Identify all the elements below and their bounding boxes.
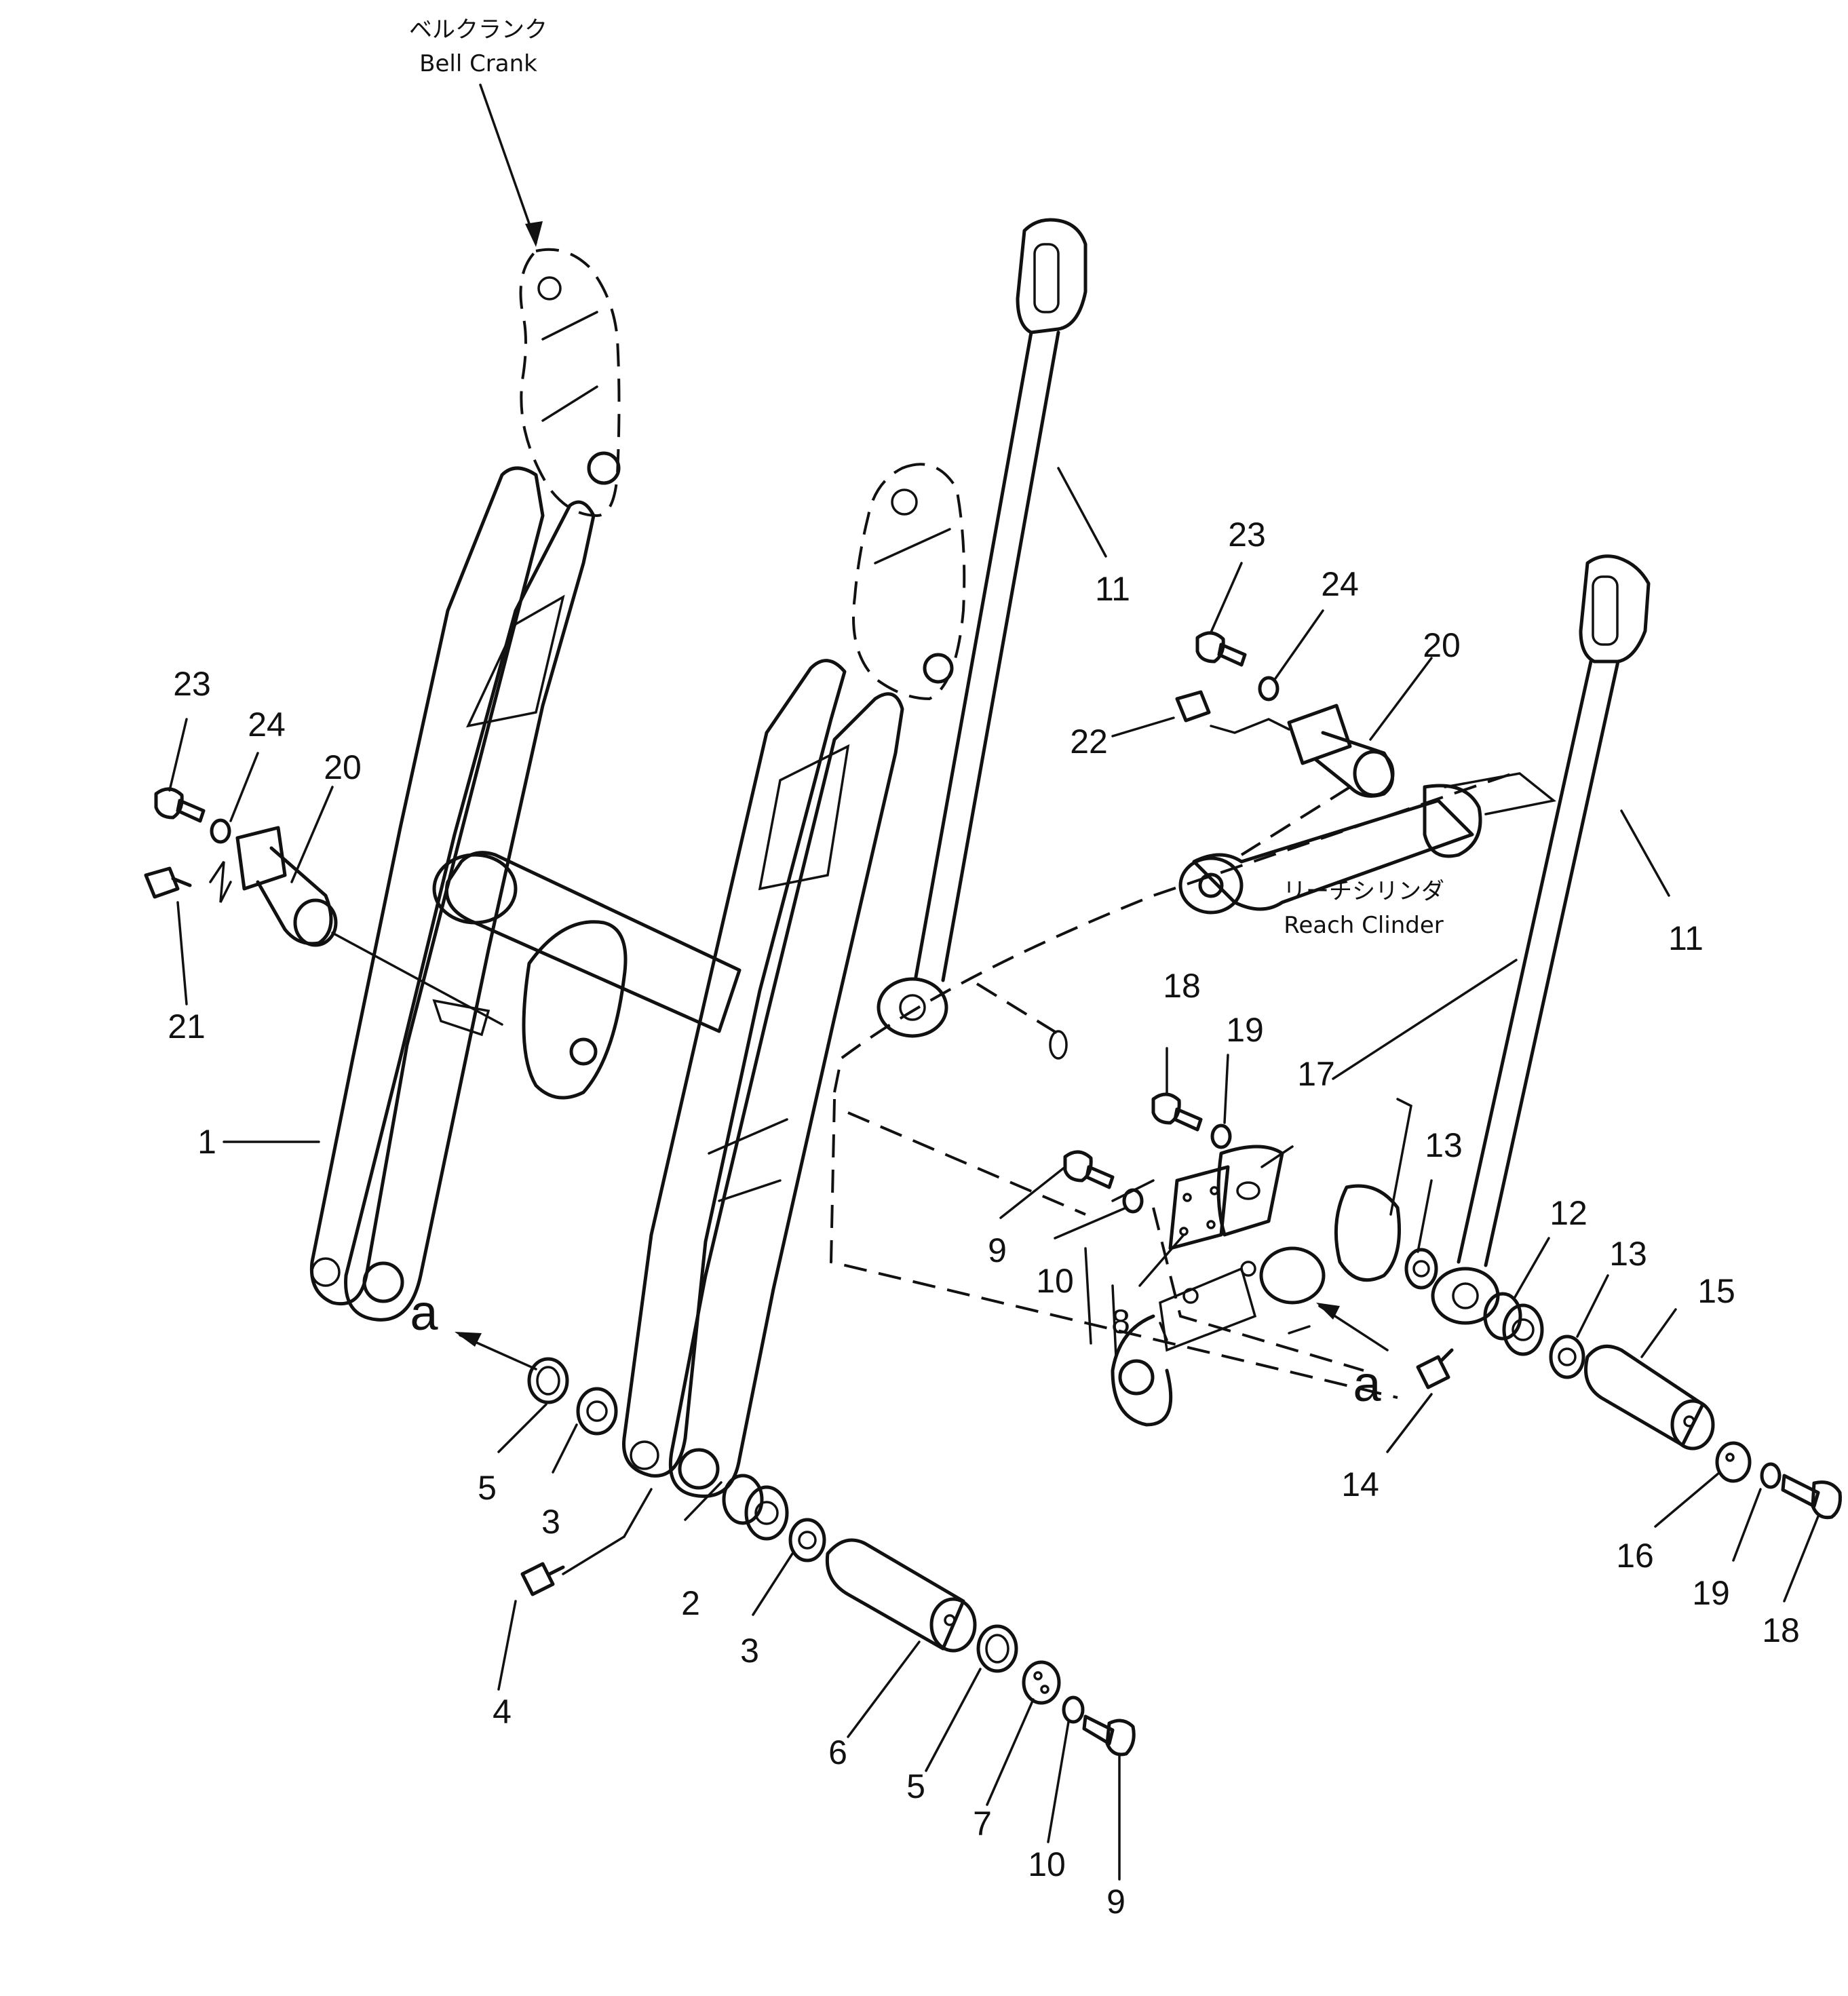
callout-18-upper: 18 bbox=[1163, 967, 1201, 1005]
grease-fitting-21 bbox=[144, 861, 232, 903]
pin-6 bbox=[825, 1538, 977, 1653]
callout-13-lower: 13 bbox=[1609, 1235, 1647, 1273]
bell-crank-outline bbox=[519, 248, 621, 518]
callout-10-lower: 10 bbox=[1028, 1845, 1066, 1883]
bolt-23-right bbox=[1195, 631, 1247, 667]
seal-13-lower bbox=[1549, 1335, 1585, 1379]
callout-18-lower: 18 bbox=[1762, 1611, 1800, 1649]
callout-6: 6 bbox=[828, 1733, 847, 1771]
grease-fitting-14 bbox=[1416, 1348, 1454, 1389]
callout-17: 17 bbox=[1297, 1055, 1335, 1093]
boom bbox=[309, 466, 904, 1498]
callout-1: 1 bbox=[197, 1123, 216, 1161]
bolt-23-left bbox=[154, 787, 206, 823]
washer-24-left bbox=[210, 818, 231, 844]
pin-20-right bbox=[1240, 704, 1395, 856]
seal-13-upper bbox=[1404, 1248, 1438, 1290]
callout-19-lower: 19 bbox=[1692, 1574, 1730, 1612]
callout-5-upper: 5 bbox=[478, 1469, 497, 1507]
callout-3-lower: 3 bbox=[740, 1632, 759, 1670]
bolt-9-lower bbox=[1082, 1714, 1136, 1757]
callout-5-lower: 5 bbox=[906, 1767, 925, 1805]
frame-outline bbox=[829, 772, 1514, 1427]
bell-crank-label-jp: ベルクランク bbox=[409, 16, 547, 43]
callout-11-left: 11 bbox=[1095, 570, 1130, 608]
seal-3-lower bbox=[788, 1518, 826, 1562]
callout-3-upper: 3 bbox=[541, 1503, 560, 1541]
bushing-12 bbox=[1483, 1292, 1544, 1356]
rod-eye-17-bracket bbox=[1159, 1098, 1412, 1341]
callout-23-left: 23 bbox=[173, 665, 211, 703]
reach-cylinder bbox=[976, 772, 1557, 1060]
callout-19-upper: 19 bbox=[1226, 1011, 1264, 1049]
callout-16: 16 bbox=[1616, 1537, 1654, 1575]
pin-20-left bbox=[235, 826, 503, 1037]
lock-plate-17 bbox=[1216, 1145, 1284, 1237]
callout-21: 21 bbox=[168, 1007, 206, 1045]
callout-numbers: 1 2 3 3 4 5 5 6 7 8 9 9 10 10 11 11 12 1… bbox=[168, 516, 1800, 1921]
bolt-9-upper bbox=[1063, 1150, 1115, 1189]
callout-14: 14 bbox=[1341, 1465, 1379, 1503]
plate-7 bbox=[1022, 1660, 1061, 1705]
washer-19-lower bbox=[1760, 1462, 1782, 1489]
plate-16 bbox=[1715, 1441, 1752, 1483]
bell-crank-outline-right bbox=[852, 463, 966, 701]
bolt-18-upper bbox=[1151, 1092, 1203, 1132]
callout-9-lower: 9 bbox=[1106, 1883, 1125, 1921]
plate-8 bbox=[1168, 1165, 1230, 1250]
view-marker-a-right: a bbox=[1353, 1356, 1381, 1412]
callout-9-upper: 9 bbox=[988, 1231, 1007, 1269]
washer-19-upper bbox=[1210, 1124, 1232, 1149]
bushing-2 bbox=[722, 1474, 789, 1541]
callout-15: 15 bbox=[1697, 1272, 1735, 1310]
pin-15 bbox=[1584, 1344, 1715, 1451]
callout-13-upper: 13 bbox=[1425, 1126, 1463, 1164]
shim-5-upper bbox=[527, 1357, 569, 1404]
washer-10-lower bbox=[1062, 1695, 1085, 1724]
reach-cylinder-label-en: Reach Clinder bbox=[1284, 912, 1444, 939]
callout-12: 12 bbox=[1549, 1194, 1587, 1232]
callout-23-right: 23 bbox=[1228, 516, 1266, 554]
callout-8: 8 bbox=[1111, 1303, 1130, 1341]
bell-crank-caption: ベルクランク Bell Crank bbox=[409, 16, 547, 77]
shim-5-lower bbox=[976, 1624, 1018, 1673]
callout-24-left: 24 bbox=[248, 706, 286, 744]
callout-2: 2 bbox=[681, 1584, 700, 1622]
bell-crank-label-en: Bell Crank bbox=[419, 50, 537, 77]
reach-cylinder-label-jp: リーチシリンダ bbox=[1283, 878, 1444, 905]
bolt-18-lower bbox=[1781, 1474, 1842, 1520]
seal-3-upper bbox=[576, 1387, 618, 1436]
callout-20-right: 20 bbox=[1423, 626, 1461, 664]
link-rod-right bbox=[1431, 554, 1651, 1325]
leader-lines bbox=[168, 83, 1820, 1881]
callout-24-right: 24 bbox=[1321, 565, 1359, 603]
view-marker-a-left: a bbox=[410, 1284, 438, 1341]
callout-20-left: 20 bbox=[324, 748, 362, 786]
grease-fitting-22 bbox=[1175, 690, 1290, 734]
link-rod-left bbox=[877, 218, 1087, 1038]
grease-fitting-4 bbox=[520, 1562, 565, 1596]
callout-10-upper: 10 bbox=[1036, 1262, 1074, 1300]
callout-7: 7 bbox=[973, 1805, 992, 1843]
washer-24-right bbox=[1258, 676, 1279, 702]
callout-4: 4 bbox=[493, 1693, 512, 1731]
callout-22: 22 bbox=[1070, 723, 1108, 761]
callout-11-right: 11 bbox=[1668, 919, 1703, 957]
reach-cylinder-caption: リーチシリンダ Reach Clinder bbox=[1283, 878, 1444, 939]
